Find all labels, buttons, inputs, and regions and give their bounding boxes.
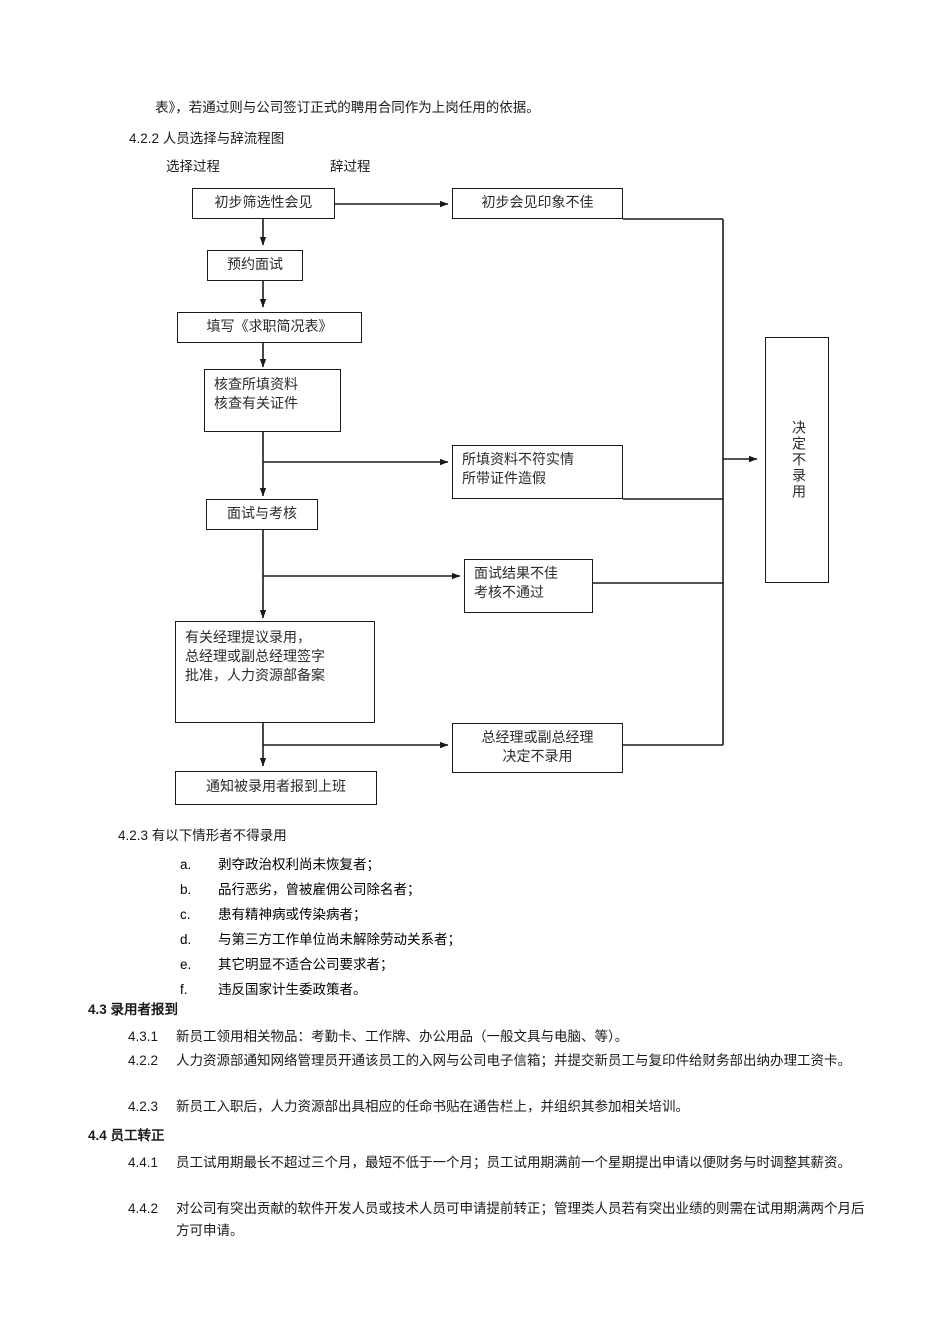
flow-box-text: 有关经理提议录用， 总经理或副总经理签字 批准，人力资源部备案 xyxy=(185,631,325,684)
item-text: 人力资源部通知网络管理员开通该员工的入网与公司电子信箱；并提交新员工与复印件给财… xyxy=(176,1053,851,1068)
flow-box-text: 初步会见印象不佳 xyxy=(481,196,594,211)
section-43-heading: 4.3 录用者报到 xyxy=(88,1002,179,1017)
list-text: 患有精神病或传染病者； xyxy=(218,907,367,922)
section-423-list: a. 剥夺政治权利尚未恢复者； b. 品行恶劣，曾被雇佣公司除名者； c. 患有精神病… xyxy=(180,852,461,1002)
list-marker: e. xyxy=(180,957,192,972)
flow-box-text: 通知被录用者报到上班 xyxy=(206,780,346,795)
list-text: 违反国家计生委政策者。 xyxy=(218,982,367,997)
flow-box-notify-hired-report-to-work[interactable]: 通知被录用者报到上班 xyxy=(175,771,377,805)
flow-box-text: 填写《求职简况表》 xyxy=(206,320,333,335)
list-marker: d. xyxy=(180,932,192,947)
flow-box-text: 决定不录用 xyxy=(790,420,805,500)
flow-box-decision-not-hire[interactable]: 决定不录用 xyxy=(765,337,829,583)
flow-box-manager-recommends-hire[interactable]: 有关经理提议录用， 总经理或副总经理签字 批准，人力资源部备案 xyxy=(175,621,375,723)
flow-box-verify-materials[interactable]: 核查所填资料 核查有关证件 xyxy=(204,369,341,432)
flow-column-label-left: 选择过程 xyxy=(166,159,220,174)
section-43-item-3: 4.2.3 新员工入职后，人力资源部出具相应的任命书贴在通告栏上，并组织其参加相关… xyxy=(128,1096,888,1118)
flow-box-schedule-interview[interactable]: 预约面试 xyxy=(207,250,303,281)
list-item: f. 违反国家计生委政策者。 xyxy=(180,977,461,1002)
section-44-item-2: 4.4.2 对公司有突出贡献的软件开发人员或技术人员可申请提前转正；管理类人员若有… xyxy=(128,1198,873,1242)
flow-box-interview-failed[interactable]: 面试结果不佳 考核不通过 xyxy=(464,559,593,613)
list-item: d. 与第三方工作单位尚未解除劳动关系者； xyxy=(180,927,461,952)
flow-box-initial-screening-interview[interactable]: 初步筛选性会见 xyxy=(192,188,335,219)
flow-box-fill-application-form[interactable]: 填写《求职简况表》 xyxy=(177,312,362,343)
section-44-heading: 4.4 员工转正 xyxy=(88,1128,165,1143)
flow-box-materials-false[interactable]: 所填资料不符实情 所带证件造假 xyxy=(452,445,623,499)
item-text: 新员工领用相关物品：考勤卡、工作牌、办公用品（一般文具与电脑、等）。 xyxy=(176,1029,629,1044)
flow-box-text: 总经理或副总经理 决定不录用 xyxy=(481,731,594,765)
list-item: b. 品行恶劣，曾被雇佣公司除名者； xyxy=(180,877,461,902)
list-item: c. 患有精神病或传染病者； xyxy=(180,902,461,927)
flow-box-text: 面试结果不佳 考核不通过 xyxy=(474,567,558,601)
flow-box-text: 预约面试 xyxy=(227,258,283,273)
list-item: e. 其它明显不适合公司要求者； xyxy=(180,952,461,977)
list-text: 剥夺政治权利尚未恢复者； xyxy=(218,857,380,872)
item-text: 员工试用期最长不超过三个月，最短不低于一个月；员工试用期满前一个星期提出申请以便… xyxy=(176,1155,851,1170)
item-number: 4.4.2 xyxy=(128,1201,159,1216)
item-text: 对公司有突出贡献的软件开发人员或技术人员可申请提前转正；管理类人员若有突出业绩的… xyxy=(176,1201,865,1238)
flow-box-interview-and-assessment[interactable]: 面试与考核 xyxy=(206,499,318,530)
list-marker: c. xyxy=(180,907,191,922)
item-text: 新员工入职后，人力资源部出具相应的任命书贴在通告栏上，并组织其参加相关培训。 xyxy=(176,1099,689,1114)
section-43-item-2: 4.2.2 人力资源部通知网络管理员开通该员工的入网与公司电子信箱；并提交新员工与… xyxy=(128,1050,873,1072)
top-paragraph: 表》，若通过则与公司签订正式的聘用合同作为上岗任用的依据。 xyxy=(155,100,540,115)
item-number: 4.4.1 xyxy=(128,1155,159,1170)
list-text: 品行恶劣，曾被雇佣公司除名者； xyxy=(218,882,421,897)
flow-box-bad-first-impression[interactable]: 初步会见印象不佳 xyxy=(452,188,623,219)
flow-column-label-right: 辞过程 xyxy=(330,159,371,174)
list-marker: a. xyxy=(180,857,192,872)
list-text: 其它明显不适合公司要求者； xyxy=(218,957,394,972)
item-number: 4.2.3 xyxy=(128,1099,159,1114)
flow-box-gm-decides-not-hire[interactable]: 总经理或副总经理 决定不录用 xyxy=(452,723,623,773)
section-423-heading: 4.2.3 有以下情形者不得录用 xyxy=(118,828,287,843)
item-number: 4.2.2 xyxy=(128,1053,159,1068)
flow-box-text: 面试与考核 xyxy=(227,507,297,522)
list-marker: f. xyxy=(180,982,188,997)
list-marker: b. xyxy=(180,882,192,897)
section-44-item-1: 4.4.1 员工试用期最长不超过三个月，最短不低于一个月；员工试用期满前一个星期提… xyxy=(128,1152,873,1174)
list-item: a. 剥夺政治权利尚未恢复者； xyxy=(180,852,461,877)
item-number: 4.3.1 xyxy=(128,1029,159,1044)
flow-box-text: 初步筛选性会见 xyxy=(214,196,313,211)
section-422-heading: 4.2.2 人员选择与辞流程图 xyxy=(129,131,285,146)
list-text: 与第三方工作单位尚未解除劳动关系者； xyxy=(218,932,461,947)
section-43-item-1: 4.3.1 新员工领用相关物品：考勤卡、工作牌、办公用品（一般文具与电脑、等）。 xyxy=(128,1026,888,1048)
flow-box-text: 核查所填资料 核查有关证件 xyxy=(214,378,298,412)
flow-box-text: 所填资料不符实情 所带证件造假 xyxy=(462,453,574,487)
